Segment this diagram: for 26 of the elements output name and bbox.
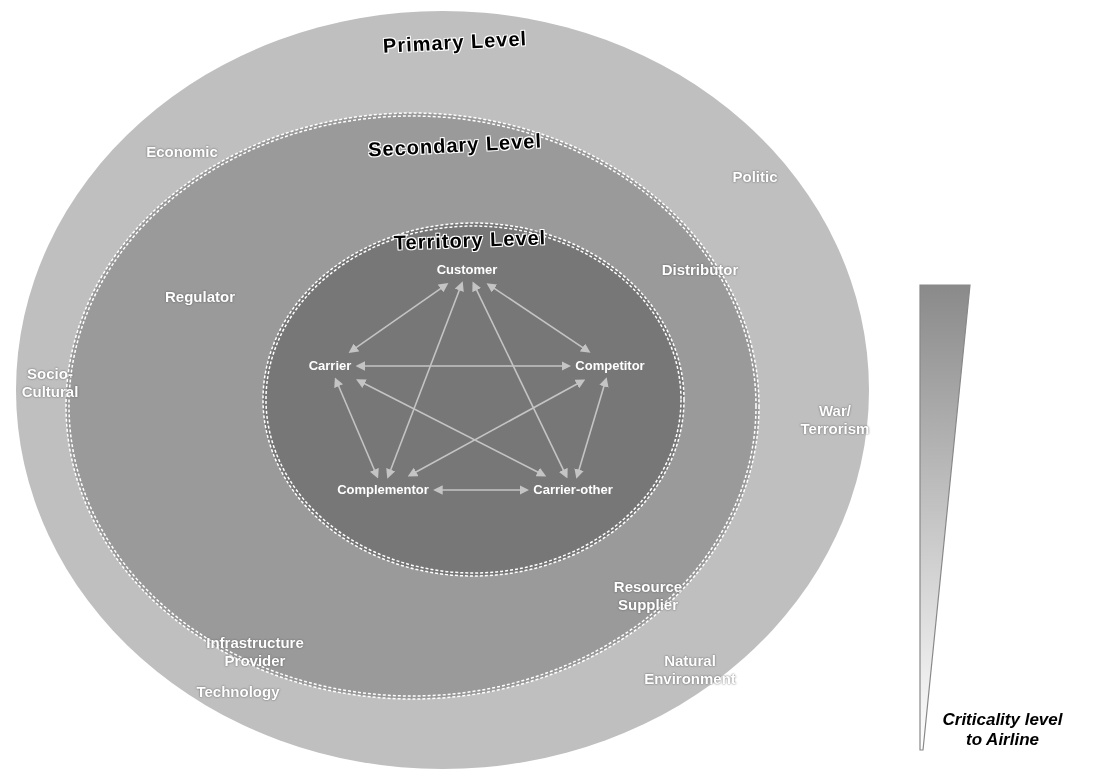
actor-label: Competitor	[572, 356, 648, 376]
level-ellipse	[15, 10, 870, 770]
level-title: Primary Level	[382, 26, 528, 58]
double-arrow	[386, 281, 464, 479]
factor-label: Economic	[146, 143, 218, 161]
double-arrow	[356, 379, 547, 477]
level-title: Territory Level	[393, 225, 547, 255]
factor-label: Distributor	[661, 261, 739, 279]
actor-label: Carrier	[305, 356, 355, 376]
double-arrow	[348, 283, 449, 353]
double-arrow	[407, 379, 586, 477]
factor-label: Politic	[732, 168, 778, 186]
factor-label: Technology	[196, 683, 280, 701]
scale-caption: Criticality level to Airline	[941, 710, 1064, 751]
actor-label: Complementor	[334, 480, 432, 500]
double-arrow	[486, 283, 591, 353]
factor-label: Socio-Cultural	[20, 365, 80, 401]
actor-label: Customer	[433, 260, 501, 280]
actor-label: Carrier-other	[530, 480, 616, 500]
level-title: Secondary Level	[367, 128, 543, 162]
double-arrow	[472, 281, 568, 479]
double-arrow	[433, 485, 530, 495]
factor-label: Regulator	[165, 288, 235, 306]
double-arrow	[334, 377, 379, 479]
double-arrow	[574, 377, 609, 479]
double-arrow	[355, 361, 572, 371]
